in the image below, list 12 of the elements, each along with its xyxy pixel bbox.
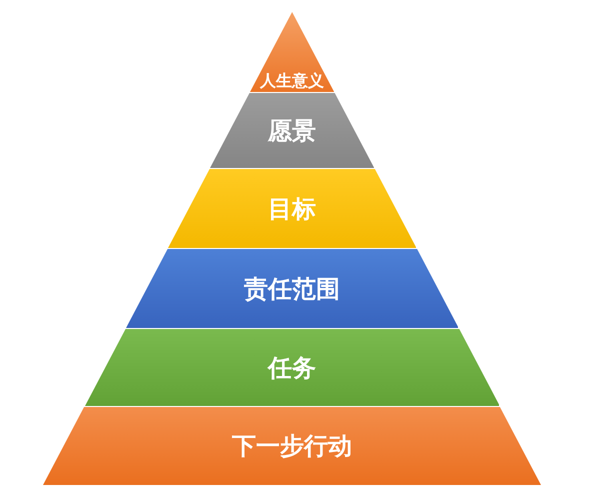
pyramid-layer <box>126 249 458 328</box>
layer-label: 愿景 <box>268 118 316 142</box>
pyramid-layer <box>43 407 541 485</box>
pyramid-layer <box>84 329 500 406</box>
layer-label: 任务 <box>268 356 316 380</box>
layer-label: 人生意义 <box>260 73 324 89</box>
layer-label: 责任范围 <box>244 276 340 300</box>
pyramid-layer <box>168 169 416 248</box>
pyramid-layer <box>210 93 374 168</box>
pyramid-top-triangle <box>250 12 334 92</box>
layer-label: 下一步行动 <box>232 434 352 458</box>
layer-label: 目标 <box>268 196 316 220</box>
